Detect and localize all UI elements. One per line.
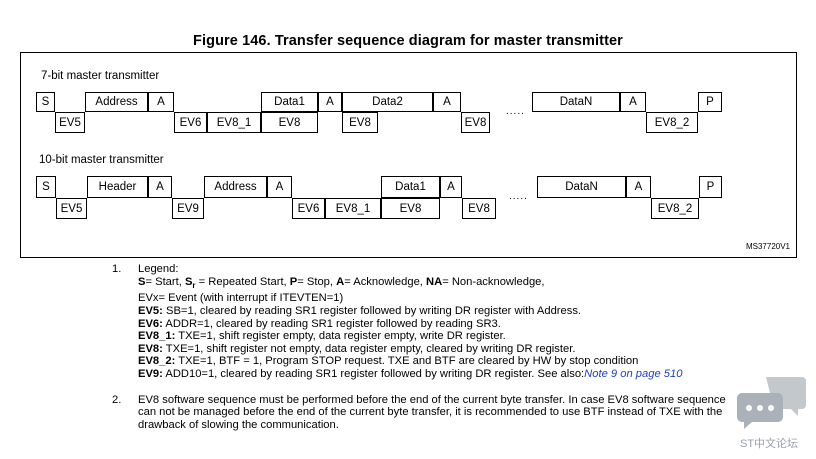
seq7-top-ack: A [433, 92, 461, 112]
seq7-event-ev8: EV8 [261, 112, 318, 133]
seq7-event-ev6: EV6 [174, 112, 207, 133]
seq10-event-ev5: EV5 [56, 198, 87, 219]
seq7-top-data2: Data2 [342, 92, 433, 112]
note-2-text: EV8 software sequence must be performed … [138, 393, 726, 431]
legend-ev9: EV9: ADD10=1, cleared by reading SR1 reg… [138, 367, 683, 380]
seq7-event-ev8: EV8 [342, 112, 378, 133]
legend-abbreviations: S= Start, Sr = Repeated Start, P= Stop, … [138, 275, 545, 290]
legend-ev5: EV5: SB=1, cleared by reading SR1 regist… [138, 305, 582, 318]
chat-bubbles-icon[interactable] [736, 375, 808, 435]
seq10-top-ack: A [626, 176, 651, 198]
seq10-ellipsis: ..... [509, 191, 528, 202]
seq7-top-address: Address [85, 92, 148, 112]
seq7-event-ev8: EV8 [461, 112, 490, 133]
seq10-top-ack: A [267, 176, 292, 198]
legend-ev8-2: EV8_2: TXE=1, BTF = 1, Program STOP requ… [138, 355, 639, 368]
seq7-top-ack: A [148, 92, 174, 112]
seq10-event-ev9: EV9 [172, 198, 204, 219]
note-number: 2. [112, 393, 122, 406]
seq7-event-ev8-1: EV8_1 [207, 112, 261, 133]
legend-ev8: EV8: TXE=1, shift register not empty, da… [138, 342, 576, 355]
seq10-event-ev8: EV8 [381, 198, 440, 219]
diagram-code: MS37720V1 [745, 242, 790, 251]
diagram-frame: 7-bit master transmitter S Address A Dat… [20, 52, 797, 258]
seq10-top-ack: A [440, 176, 462, 198]
seq10-top-header: Header [87, 176, 148, 198]
forum-watermark: ST中文论坛 [740, 438, 799, 450]
seq10-label: 10-bit master transmitter [39, 154, 164, 166]
legend-ev6: EV6: ADDR=1, cleared by reading SR1 regi… [138, 317, 501, 330]
seq7-top-stop: P [698, 92, 722, 112]
notes-section: 1. Legend: S= Start, Sr = Repeated Start… [112, 263, 732, 431]
note-2: 2. EV8 software sequence must be perform… [112, 394, 732, 432]
note-number: 1. [112, 263, 122, 275]
figure-title: Figure 146. Transfer sequence diagram fo… [193, 33, 623, 49]
seq10-top-stop: P [699, 176, 722, 198]
seq10-top-datan: DataN [537, 176, 626, 198]
legend-title: Legend: [138, 263, 179, 275]
note-1: 1. Legend: S= Start, Sr = Repeated Start… [112, 263, 732, 381]
legend-evx: EVx= Event (with interrupt if ITEVTEN=1) [138, 292, 344, 305]
seq7-top-ack: A [318, 92, 342, 112]
seq10-event-ev8-2: EV8_2 [651, 198, 699, 219]
seq10-event-ev8: EV8 [462, 198, 496, 219]
seq10-top-start: S [36, 176, 56, 198]
seq10-top-ack: A [148, 176, 172, 198]
note-9-link[interactable]: Note 9 on page 510 [584, 367, 683, 380]
legend-ev8-1: EV8_1: TXE=1, shift register empty, data… [138, 330, 506, 343]
seq7-ellipsis: ..... [506, 106, 525, 117]
seq7-top-start: S [36, 92, 55, 112]
seq7-event-ev5: EV5 [55, 112, 85, 133]
seq7-top-data1: Data1 [261, 92, 318, 112]
seq10-top-data1: Data1 [381, 176, 440, 198]
seq7-event-ev8-2: EV8_2 [646, 112, 698, 133]
seq7-label: 7-bit master transmitter [41, 70, 160, 82]
seq7-top-ack: A [620, 92, 646, 112]
seq10-top-address: Address [204, 176, 267, 198]
seq10-event-ev6: EV6 [292, 198, 325, 219]
seq7-top-datan: DataN [532, 92, 620, 112]
seq10-event-ev8-1: EV8_1 [325, 198, 381, 219]
